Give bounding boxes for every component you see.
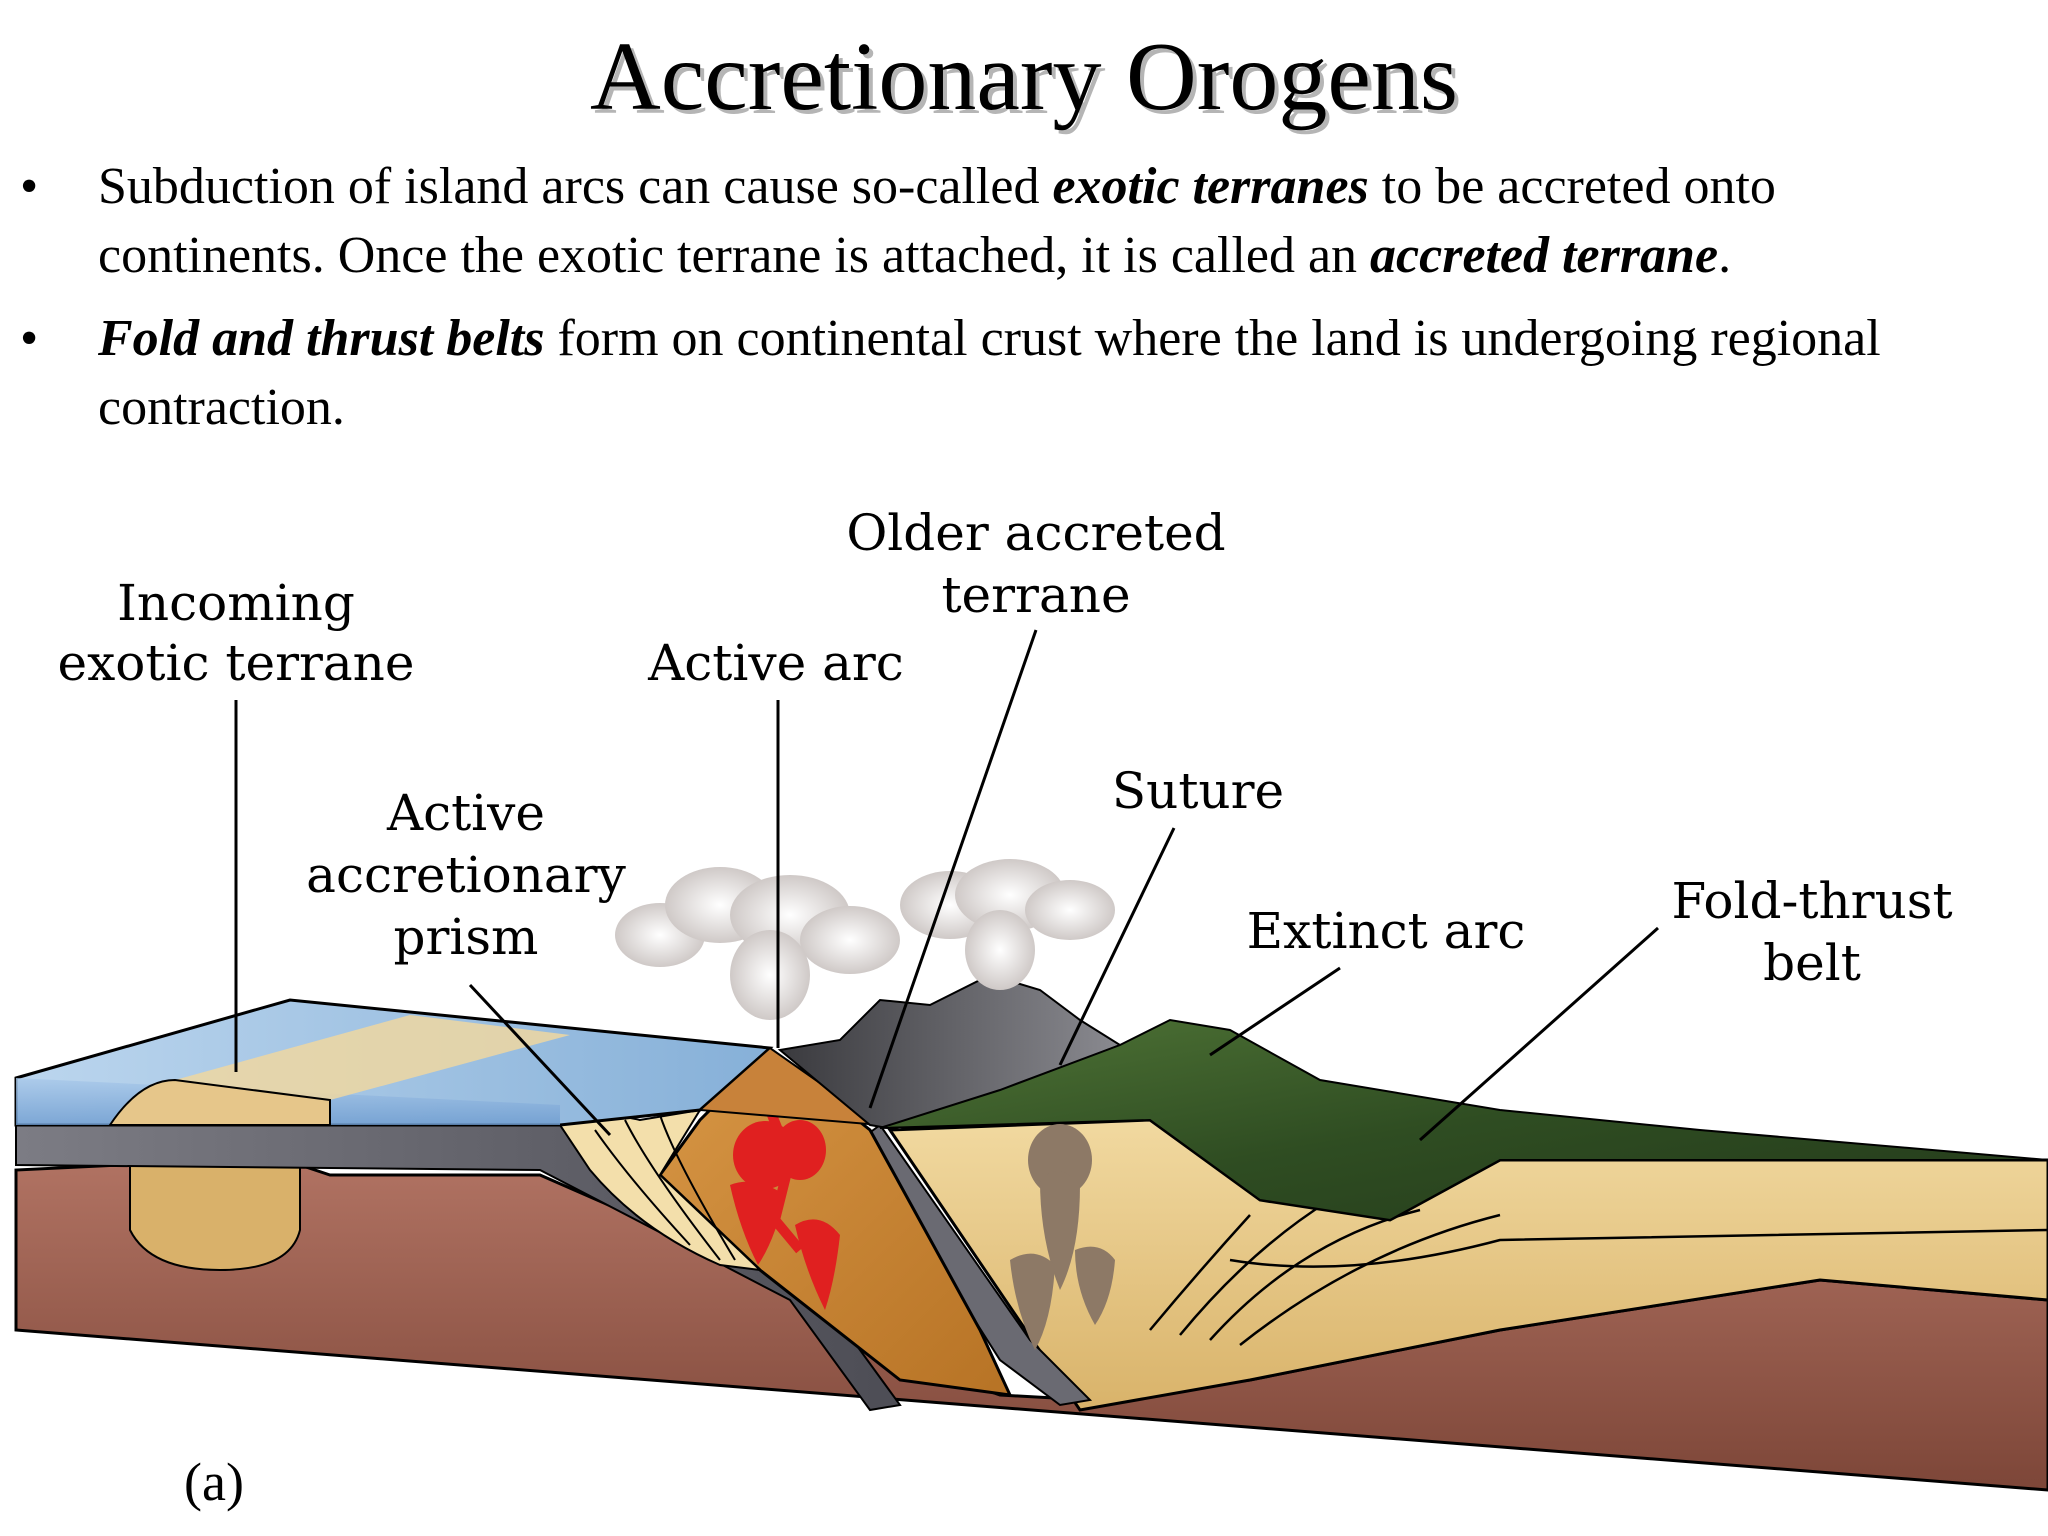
- extinct-diapirs: [1010, 1124, 1115, 1350]
- term-accreted-terrane: accreted terrane: [1370, 227, 1719, 284]
- ash-cloud: [965, 910, 1035, 990]
- leader-fold-thrust: [1419, 926, 1659, 1142]
- bullet-exotic-terranes: • Subduction of island arcs can cause so…: [20, 152, 2010, 292]
- magma-blob: [795, 1219, 840, 1310]
- leader-older-terrane: [868, 629, 1038, 1109]
- exotic-terrane-plateau: [175, 1015, 570, 1100]
- label-prism-3: prism: [394, 908, 539, 966]
- label-incoming-1: Incoming: [117, 574, 355, 632]
- label-active-arc: Active arc: [647, 634, 904, 692]
- bullet-dot-icon: •: [20, 310, 39, 367]
- label-fold-1: Fold-thrust: [1671, 872, 1952, 930]
- prism-thrust: [624, 1119, 721, 1261]
- slide-title: Accretionary Orogens: [589, 23, 1459, 131]
- older-terrane-range: [777, 973, 1123, 1132]
- extinct-diapir: [1010, 1253, 1055, 1350]
- thrust-fault: [1179, 1198, 1331, 1336]
- prism-thrust: [659, 1114, 736, 1261]
- magma-blob: [774, 1120, 826, 1180]
- label-prism-1: Active: [386, 784, 545, 842]
- bullet-dot-icon: •: [20, 158, 39, 215]
- bullet-text-part: to be accreted onto continents. Once the…: [98, 158, 1776, 284]
- block-top-surface: [14, 859, 2048, 1222]
- term-exotic-terranes: exotic terranes: [1052, 158, 1369, 215]
- leader-prism: [468, 983, 612, 1137]
- ash-cloud: [730, 930, 810, 1020]
- label-older-1: Older accreted: [846, 504, 1225, 562]
- magma-blob: [730, 1181, 785, 1265]
- extinct-diapir: [1040, 1171, 1080, 1290]
- extinct-diapir: [1075, 1246, 1115, 1325]
- term-fold-thrust-belts: Fold and thrust belts: [98, 310, 545, 367]
- leader-lines: [234, 629, 1659, 1142]
- leader-extinct-arc: [1209, 966, 1341, 1057]
- bullet-text-part: form on continental crust where the land…: [98, 310, 1881, 436]
- diagram-labels: Incoming exotic terrane Active accretion…: [58, 504, 1953, 1512]
- label-extinct-arc: Extinct arc: [1247, 902, 1526, 960]
- panel-label: (a): [184, 1452, 244, 1512]
- exotic-terrane-mound: [108, 1078, 331, 1126]
- bullet-fold-thrust: • Fold and thrust belts form on continen…: [20, 304, 2010, 444]
- label-incoming-2: exotic terrane: [58, 634, 415, 692]
- leader-suture: [1058, 827, 1176, 1066]
- label-fold-2: belt: [1763, 934, 1861, 992]
- prism-thrust: [594, 1129, 691, 1246]
- label-prism-2: accretionary: [306, 846, 626, 904]
- ash-cloud: [800, 906, 900, 974]
- bullet-text-part: .: [1718, 227, 1732, 284]
- thrust-fault: [1149, 1214, 1251, 1331]
- bullet-text-part: Subduction of island arcs can cause so-c…: [98, 158, 1053, 215]
- label-suture: Suture: [1112, 762, 1284, 820]
- thrust-fault: [1229, 1228, 2048, 1268]
- bullet-text: Fold and thrust belts form on continenta…: [98, 304, 2010, 442]
- volcanic-plumes: [615, 859, 1115, 1020]
- ash-cloud: [1025, 880, 1115, 940]
- label-older-2: terrane: [941, 566, 1130, 624]
- continent-vegetation: [879, 1018, 2048, 1222]
- cross-section-block: [14, 1047, 2048, 1492]
- bullet-text: Subduction of island arcs can cause so-c…: [98, 152, 2010, 290]
